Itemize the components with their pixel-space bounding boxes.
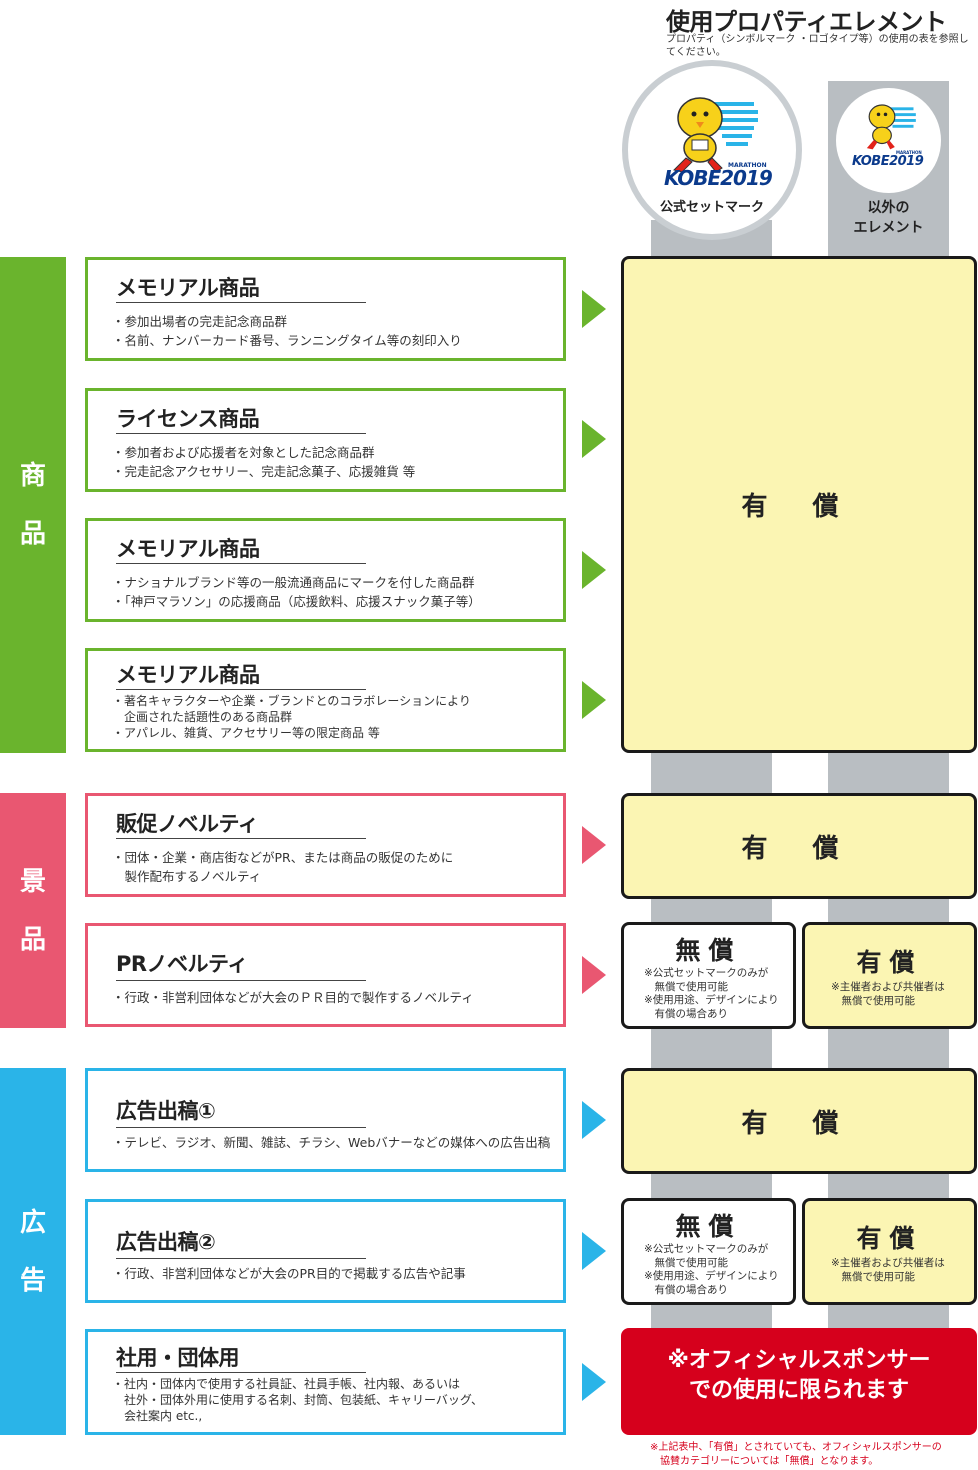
- result-paid-sales-novelty: 有 償: [621, 793, 977, 899]
- result-paid-advertising-2: 有償 ※主催者および共催者は 無償で使用可能: [802, 1198, 977, 1305]
- result-paid-pr-novelty: 有償 ※主催者および共催者は 無償で使用可能: [802, 922, 977, 1029]
- item-title: 広告出稿②: [116, 1230, 216, 1254]
- result-free-label: 無償: [675, 1212, 742, 1241]
- item-title-rule: [116, 689, 366, 690]
- result-free-note: ※公式セットマークのみが 無償で使用可能 ※使用用途、デザインにより 有償の場合…: [644, 1243, 779, 1296]
- item-title-rule: [116, 1372, 366, 1373]
- result-paid-short-label: 有償: [856, 1224, 923, 1253]
- item-title: メモリアル商品: [116, 276, 260, 300]
- result-paid-advertising-1: 有 償: [621, 1068, 977, 1174]
- item-box: 販促ノベルティ ・団体・企業・商店街などがPR、または商品の販促のために 製作配…: [85, 793, 566, 897]
- result-free-advertising-2: 無償 ※公式セットマークのみが 無償で使用可能 ※使用用途、デザインにより 有償…: [621, 1198, 796, 1305]
- result-paid-products: 有 償: [621, 256, 977, 753]
- item-title: メモリアル商品: [116, 537, 260, 561]
- item-title: PRノベルティ: [116, 952, 248, 976]
- item-title: ライセンス商品: [116, 407, 260, 431]
- official-mark-circle: KOBE2019 MARATHON 公式セットマーク: [622, 60, 802, 240]
- arrow-right-icon: [582, 1232, 606, 1270]
- item-title: 社用・団体用: [116, 1346, 240, 1370]
- arrow-right-icon: [582, 956, 606, 994]
- result-paid-note: ※主催者および共催者は 無償で使用可能: [831, 981, 945, 1007]
- header-note: プロパティ（シンボルマーク ・ロゴタイプ等）の使用の表を参照してください。: [666, 34, 969, 58]
- other-column-label: 以外の エレメント: [828, 198, 949, 238]
- official-logo: KOBE2019: [664, 166, 773, 190]
- item-title-rule: [116, 563, 366, 564]
- item-title-rule: [116, 1127, 366, 1128]
- other-label-line2: エレメント: [853, 220, 924, 236]
- result-paid-note: ※主催者および共催者は 無償で使用可能: [831, 1257, 945, 1283]
- sponsor-line2: での使用に限られます: [688, 1378, 909, 1403]
- item-title-rule: [116, 433, 366, 434]
- item-box: ライセンス商品 ・参加者および応援者を対象とした記念商品群 ・完走記念アクセサリ…: [85, 388, 566, 492]
- arrow-right-icon: [582, 1101, 606, 1139]
- footnote: ※上記表中、「有償」とされていても、オフィシャルスポンサーの 協賛カテゴリーにつ…: [650, 1442, 942, 1467]
- item-title-rule: [116, 302, 366, 303]
- item-bullets: ・行政・非営利団体などが大会のＰＲ目的で製作するノベルティ: [112, 990, 474, 1005]
- category-char: 広: [19, 1207, 46, 1238]
- category-char: 品: [19, 924, 46, 955]
- mascot-icon: [673, 97, 758, 173]
- category-band-advertising: 広 告: [0, 1068, 66, 1435]
- other-logo: KOBE2019: [852, 154, 924, 169]
- arrow-right-icon: [582, 1363, 606, 1401]
- arrow-right-icon: [582, 420, 606, 458]
- result-paid-label: 有 償: [741, 833, 857, 864]
- result-free-note: ※公式セットマークのみが 無償で使用可能 ※使用用途、デザインにより 有償の場合…: [644, 967, 779, 1020]
- arrow-right-icon: [582, 551, 606, 589]
- category-char: 景: [19, 866, 46, 897]
- other-logo-word: KOBE: [852, 154, 890, 169]
- item-title-rule: [116, 980, 366, 981]
- arrow-right-icon: [582, 290, 606, 328]
- item-box: 社用・団体用 ・社内・団体内で使用する社員証、社員手帳、社内報、あるいは 社外・…: [85, 1329, 566, 1435]
- result-free-pr-novelty: 無償 ※公式セットマークのみが 無償で使用可能 ※使用用途、デザインにより 有償…: [621, 922, 796, 1029]
- result-paid-short-label: 有償: [856, 948, 923, 977]
- category-char: 商: [19, 461, 46, 491]
- item-bullets: ・団体・企業・商店街などがPR、または商品の販促のために 製作配布するノベルティ: [112, 850, 454, 884]
- item-bullets: ・ナショナルブランド等の一般流通商品にマークを付した商品群 ・「神戸マラソン」の…: [112, 575, 481, 609]
- header-title: 使用プロパティエレメント: [666, 8, 947, 36]
- item-bullets: ・著名キャラクターや企業・ブランドとのコラボレーションにより 企画された話題性の…: [112, 694, 471, 740]
- official-logo-word: KOBE: [664, 166, 721, 190]
- item-title-rule: [116, 838, 366, 839]
- item-bullets: ・社内・団体内で使用する社員証、社員手帳、社内報、あるいは 社外・団体外用に使用…: [112, 1377, 484, 1423]
- official-logo-small: MARATHON: [728, 162, 767, 169]
- result-paid-label: 有 償: [741, 1108, 857, 1139]
- item-box: 広告出稿② ・行政、非営利団体などが大会のPR目的で掲載する広告や記事: [85, 1199, 566, 1303]
- item-box: メモリアル商品 ・著名キャラクターや企業・ブランドとのコラボレーションにより 企…: [85, 648, 566, 752]
- result-sponsor-only: ※オフィシャルスポンサー での使用に限られます: [621, 1328, 977, 1435]
- other-logo-small: MARATHON: [896, 150, 922, 155]
- item-title: 販促ノベルティ: [116, 812, 259, 836]
- official-mark-label: 公式セットマーク: [659, 200, 764, 215]
- item-box: 広告出稿① ・テレビ、ラジオ、新聞、雑誌、チラシ、Webバナーなどの媒体への広告…: [85, 1068, 566, 1172]
- item-bullets: ・テレビ、ラジオ、新聞、雑誌、チラシ、Webバナーなどの媒体への広告出稿: [112, 1135, 551, 1150]
- other-label-line1: 以外の: [867, 200, 910, 216]
- result-free-label: 無償: [675, 936, 742, 965]
- category-band-premiums: 景 品: [0, 793, 66, 1028]
- item-bullets: ・参加出場者の完走記念商品群 ・名前、ナンバーカード番号、ランニングタイム等の刻…: [112, 314, 462, 348]
- result-paid-label: 有 償: [741, 492, 857, 522]
- item-bullets: ・参加者および応援者を対象とした記念商品群 ・完走記念アクセサリー、完走記念菓子…: [112, 445, 416, 479]
- official-logo-year: 2019: [720, 166, 773, 190]
- item-box: メモリアル商品 ・ナショナルブランド等の一般流通商品にマークを付した商品群 ・「…: [85, 518, 566, 622]
- category-char: 告: [19, 1265, 46, 1296]
- other-logo-year: 2019: [889, 154, 924, 169]
- category-band-products: 商 品: [0, 257, 66, 753]
- item-box: メモリアル商品 ・参加出場者の完走記念商品群 ・名前、ナンバーカード番号、ランニ…: [85, 257, 566, 361]
- sponsor-line1: ※オフィシャルスポンサー: [667, 1348, 931, 1373]
- category-char: 品: [19, 519, 46, 549]
- item-title: 広告出稿①: [116, 1099, 216, 1123]
- item-title-rule: [116, 1258, 366, 1259]
- item-title: メモリアル商品: [116, 663, 260, 687]
- item-box: PRノベルティ ・行政・非営利団体などが大会のＰＲ目的で製作するノベルティ: [85, 923, 566, 1027]
- mascot-small-icon: [866, 104, 916, 150]
- item-bullets: ・行政、非営利団体などが大会のPR目的で掲載する広告や記事: [112, 1266, 466, 1281]
- arrow-right-icon: [582, 681, 606, 719]
- other-element-circle: KOBE2019 MARATHON: [836, 88, 941, 193]
- arrow-right-icon: [582, 826, 606, 864]
